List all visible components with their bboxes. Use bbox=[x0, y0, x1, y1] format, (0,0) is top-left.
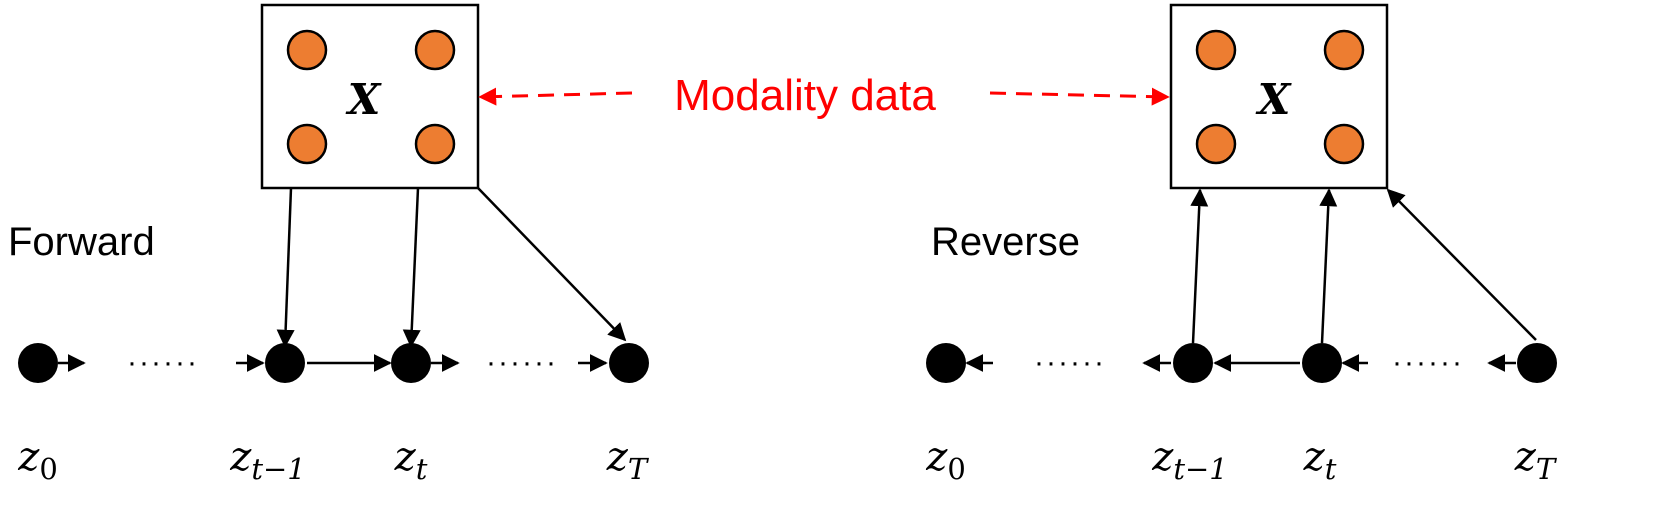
reverse-modality-circle-bl bbox=[1195, 123, 1237, 165]
reverse-modality-circle-tl bbox=[1195, 29, 1237, 71]
forward-label-z0: z0 bbox=[17, 434, 58, 486]
forward-node-zt bbox=[391, 343, 431, 383]
reverse-dots-right: ······ bbox=[1392, 346, 1464, 379]
forward-arrow-box-to-zt-1 bbox=[276, 187, 295, 348]
forward-modality-circle-bl bbox=[286, 123, 328, 165]
forward-modality-circle-tr bbox=[414, 29, 456, 71]
reverse-node-zT bbox=[1517, 343, 1557, 383]
modality-link: Modality data bbox=[478, 71, 1170, 120]
reverse-arrow-zt-to-box bbox=[1319, 188, 1338, 344]
reverse-label-zt-1: zt−1 bbox=[1151, 434, 1227, 486]
forward-modality-circle-tl bbox=[286, 29, 328, 71]
reverse-arrow-zt-1-to-box bbox=[1190, 188, 1209, 344]
forward-dots-left: ······ bbox=[127, 346, 199, 379]
reverse-node-zt-1 bbox=[1173, 343, 1213, 383]
reverse-title: Reverse bbox=[931, 220, 1080, 264]
reverse-node-z0 bbox=[926, 343, 966, 383]
modality-label: Modality data bbox=[674, 71, 936, 120]
modality-arrow-left bbox=[478, 87, 633, 106]
forward-node-z0 bbox=[18, 343, 58, 383]
forward-modality-circle-br bbox=[414, 123, 456, 165]
forward-label-zt-1: zt−1 bbox=[229, 434, 305, 486]
reverse-modality-circle-br bbox=[1323, 123, 1365, 165]
reverse-panel: X Reverse ······ ······ z0 zt−1 zt zT bbox=[925, 3, 1558, 486]
modality-arrow-right bbox=[989, 87, 1170, 106]
forward-box-label: X bbox=[345, 75, 382, 124]
reverse-label-z0: z0 bbox=[925, 434, 966, 486]
reverse-arrow-zT-to-box bbox=[1386, 188, 1537, 341]
forward-arrow-box-to-zT bbox=[477, 187, 627, 342]
forward-node-zt-1 bbox=[265, 343, 305, 383]
forward-dots-right: ······ bbox=[486, 346, 558, 379]
forward-node-zT bbox=[609, 343, 649, 383]
reverse-modality-circle-tr bbox=[1323, 29, 1365, 71]
reverse-label-zt: zt bbox=[1303, 434, 1337, 486]
forward-label-zt: zt bbox=[394, 434, 428, 486]
forward-panel: X Forward ······ ······ z0 zt−1 zt zT bbox=[8, 3, 650, 486]
reverse-dots-left: ······ bbox=[1034, 346, 1106, 379]
reverse-box-label: X bbox=[1255, 75, 1292, 124]
forward-title: Forward bbox=[8, 220, 155, 264]
reverse-node-zt bbox=[1302, 343, 1342, 383]
reverse-label-zT: zT bbox=[1514, 434, 1558, 486]
forward-label-zT: zT bbox=[606, 434, 650, 486]
forward-arrow-box-to-zt bbox=[402, 187, 421, 348]
